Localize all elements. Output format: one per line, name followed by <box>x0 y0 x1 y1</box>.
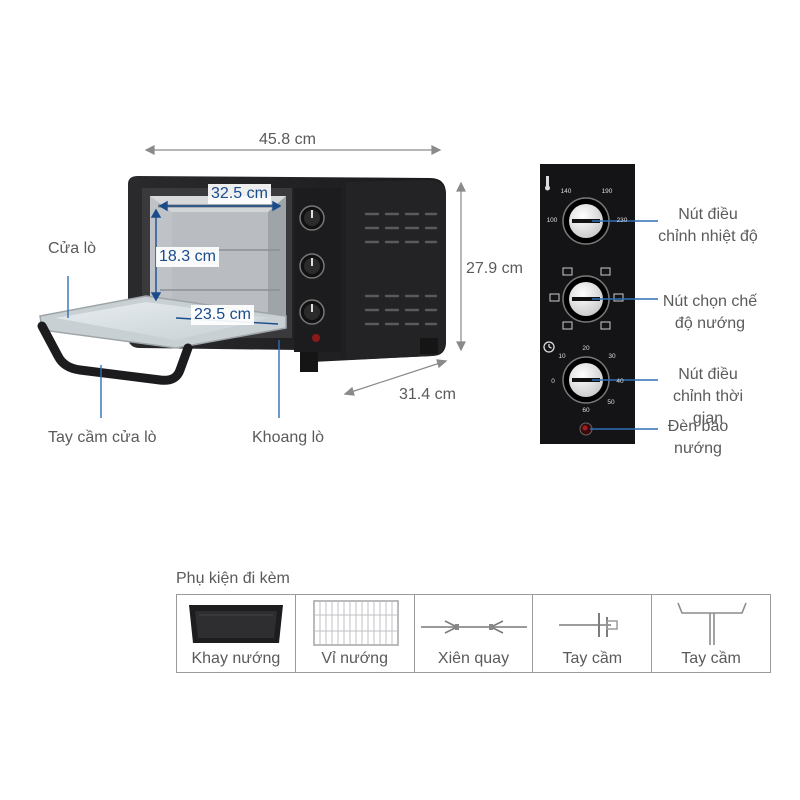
timer-tick-50: 50 <box>607 399 615 406</box>
depth-label: 31.4 cm <box>399 386 456 403</box>
grill-rack-icon <box>312 600 399 646</box>
timer-tick-0: 0 <box>551 378 555 385</box>
cavity-dimension-lines <box>150 200 282 325</box>
accessory-label: Vỉ nướng <box>321 650 388 667</box>
accessory-label: Khay nướng <box>191 650 281 667</box>
timer-knob <box>562 356 610 404</box>
mode-knob-label: Nút chọn chế độ nướng <box>662 293 758 332</box>
mode-icons <box>549 267 624 330</box>
cavity-width-label: 32.5 cm <box>208 184 271 204</box>
accessory-rack-handle: Tay cầm <box>652 595 770 672</box>
width-dimension-line <box>144 145 442 155</box>
accessory-label: Tay cầm <box>562 650 623 667</box>
cavity-depth-label: 23.5 cm <box>191 305 254 325</box>
accessory-label: Tay cầm <box>681 650 741 667</box>
oven-illustration: 100 140 190 230 0 10 20 30 40 50 60 <box>37 145 658 444</box>
timer-tick-10: 10 <box>558 353 566 360</box>
indicator-label: Đèn báo nướng <box>667 418 729 457</box>
door-handle-label: Tay cầm cửa lò <box>48 429 157 446</box>
part-pointer-lines <box>67 276 280 418</box>
mode-knob <box>562 275 610 323</box>
timer-tick-40: 40 <box>616 378 624 385</box>
accessory-rotisserie-spit: Xiên quay <box>415 595 534 672</box>
rack-handle-icon <box>677 602 747 645</box>
accessory-baking-tray: Khay nướng <box>177 595 296 672</box>
temp-tick-230: 230 <box>617 217 628 224</box>
door-label: Cửa lò <box>48 240 97 257</box>
clock-icon <box>543 341 555 353</box>
accessory-label: Xiên quay <box>437 650 510 667</box>
thermometer-icon <box>545 176 550 191</box>
timer-tick-60: 60 <box>582 407 590 414</box>
temp-tick-140: 140 <box>561 188 572 195</box>
accessories-title: Phụ kiện đi kèm <box>176 570 290 587</box>
rotisserie-spit-icon <box>420 620 527 634</box>
cavity-label: Khoang lò <box>252 429 325 446</box>
accessory-grill-rack: Vỉ nướng <box>296 595 415 672</box>
timer-tick-20: 20 <box>582 345 590 352</box>
accessory-tray-handle: Tay cầm <box>533 595 653 672</box>
temp-knob-label: Nút điều chỉnh nhiệt độ <box>658 206 758 245</box>
baking-tray-icon <box>189 605 283 643</box>
temp-tick-190: 190 <box>602 188 613 195</box>
temp-tick-100: 100 <box>547 217 558 224</box>
height-dimension-line <box>456 181 466 352</box>
control-panel <box>540 164 658 444</box>
cavity-height-label: 18.3 cm <box>156 247 219 267</box>
accessories-grid: Khay nướng Vỉ nướng Xiên quay <box>176 594 771 673</box>
timer-knob-label: Nút điều chỉnh thời gian <box>672 366 744 427</box>
indicator-light <box>579 422 593 436</box>
height-label: 27.9 cm <box>466 260 523 277</box>
oven-control-column <box>294 188 342 352</box>
timer-tick-30: 30 <box>608 353 616 360</box>
depth-dimension-line <box>343 359 448 396</box>
width-label: 45.8 cm <box>259 131 316 148</box>
temperature-knob <box>562 197 610 245</box>
tray-handle-icon <box>559 613 619 637</box>
